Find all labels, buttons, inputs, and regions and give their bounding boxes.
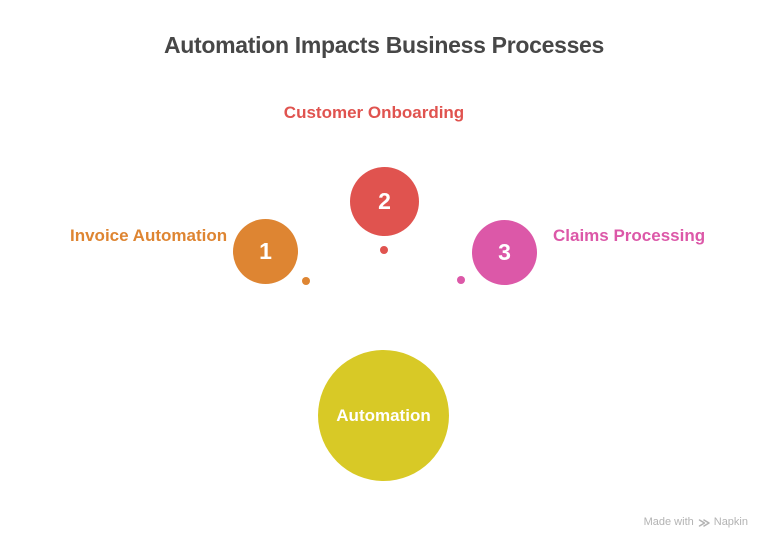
watermark-brand: Napkin <box>713 516 748 528</box>
node-circle-1: 1 <box>233 219 298 284</box>
node-number-3: 3 <box>498 239 511 265</box>
watermark-prefix: Made with <box>643 516 694 528</box>
watermark: Made with Napkin <box>644 516 748 529</box>
node-circle-2: 2 <box>350 167 419 236</box>
connector-dot-2 <box>380 246 388 254</box>
center-circle-label: Automation <box>336 405 431 425</box>
label-claims-processing: Claims Processing <box>553 226 706 245</box>
node-number-1: 1 <box>259 238 272 264</box>
page-title: Automation Impacts Business Processes <box>163 32 605 58</box>
napkin-logo-icon <box>698 517 710 529</box>
connector-dot-1 <box>302 277 310 285</box>
connector-dot-3 <box>457 276 465 284</box>
node-circle-3: 3 <box>472 220 537 285</box>
center-circle-automation: Automation <box>318 350 449 481</box>
label-invoice-automation: Invoice Automation <box>70 226 228 245</box>
label-customer-onboarding: Customer Onboarding <box>283 103 465 122</box>
node-number-2: 2 <box>378 188 391 214</box>
